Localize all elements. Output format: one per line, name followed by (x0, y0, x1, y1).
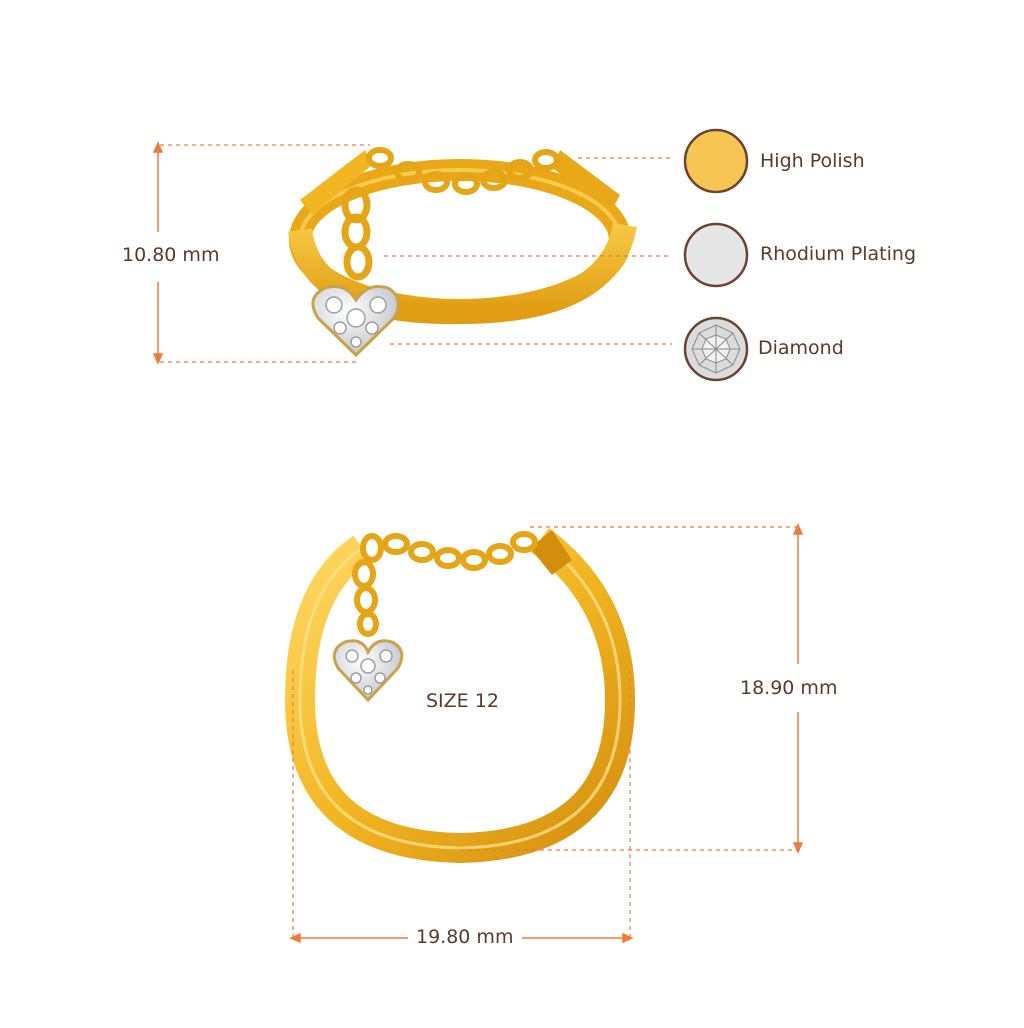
legend-diamond-label: Diamond (758, 337, 844, 359)
width-label: 19.80 mm (412, 926, 518, 948)
front-hanging-chain (352, 559, 379, 637)
legend-high-polish-label: High Polish (760, 150, 865, 172)
ring-band-inner-highlight (298, 538, 622, 850)
ring-front-view (284, 528, 636, 864)
top-dimension-guides (160, 144, 672, 363)
ring-end-right (552, 150, 620, 210)
ring-side-view (288, 147, 637, 358)
ring-band-front (288, 222, 637, 325)
diamond-swatch-icon (683, 316, 749, 382)
high-polish-swatch-icon (683, 128, 749, 194)
front-heart-diamonds (345, 649, 393, 695)
height-dimension-line (152, 141, 164, 365)
hanging-chain (341, 186, 373, 281)
width-dimension-line (289, 932, 634, 944)
legend-swatches (683, 128, 749, 382)
front-top-chain (360, 531, 538, 571)
legend-rhodium-label: Rhodium Plating (760, 243, 917, 265)
ring-end-cut (530, 530, 572, 575)
ring-size-label: SIZE 12 (426, 690, 499, 712)
heart-diamonds (325, 296, 387, 348)
height-label: 10.80 mm (118, 244, 224, 266)
top-chain (366, 147, 560, 195)
ring-end-left (300, 150, 372, 215)
rhodium-swatch-icon (683, 222, 749, 288)
outer-height-dimension-line (792, 523, 804, 854)
bottom-dimension-guides (292, 526, 798, 938)
outer-height-label: 18.90 mm (736, 677, 842, 699)
